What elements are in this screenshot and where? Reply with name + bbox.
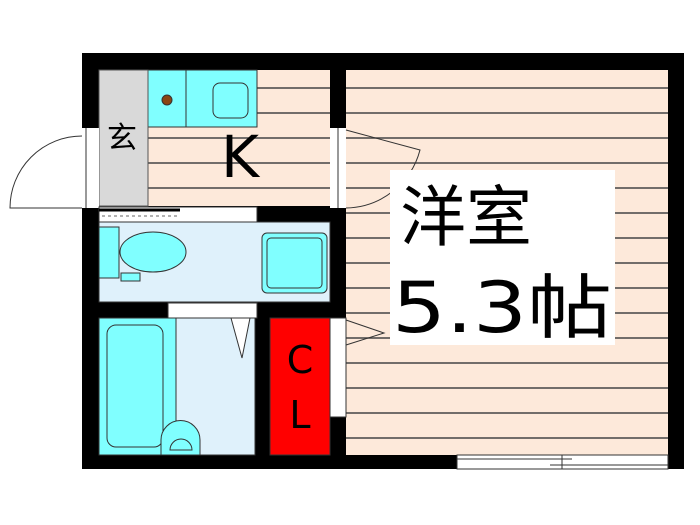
- room-label-box: [390, 170, 615, 345]
- room-size: 5.3帖: [392, 267, 612, 349]
- room-label: 洋室: [400, 179, 532, 256]
- closet-label-c: C: [287, 338, 314, 382]
- kitchen: [147, 69, 330, 206]
- toilet-tank-icon: [98, 226, 120, 279]
- bath-door[interactable]: [167, 302, 258, 319]
- sink-icon: [212, 82, 249, 119]
- room-door[interactable]: [330, 128, 421, 209]
- closet-door[interactable]: [329, 317, 386, 418]
- sliding-door[interactable]: [98, 206, 258, 223]
- stove-icon: [161, 94, 173, 106]
- closet-label-l: L: [289, 393, 310, 437]
- kitchen-label: K: [221, 123, 261, 191]
- toilet-bowl-icon: [119, 231, 187, 273]
- entrance-label: 玄: [107, 121, 137, 156]
- window: [456, 454, 669, 470]
- entrance: [98, 69, 149, 207]
- bathroom: [98, 317, 256, 456]
- entrance-door[interactable]: [9, 128, 99, 209]
- toilet-room: [98, 221, 331, 303]
- closet: C L: [269, 317, 331, 456]
